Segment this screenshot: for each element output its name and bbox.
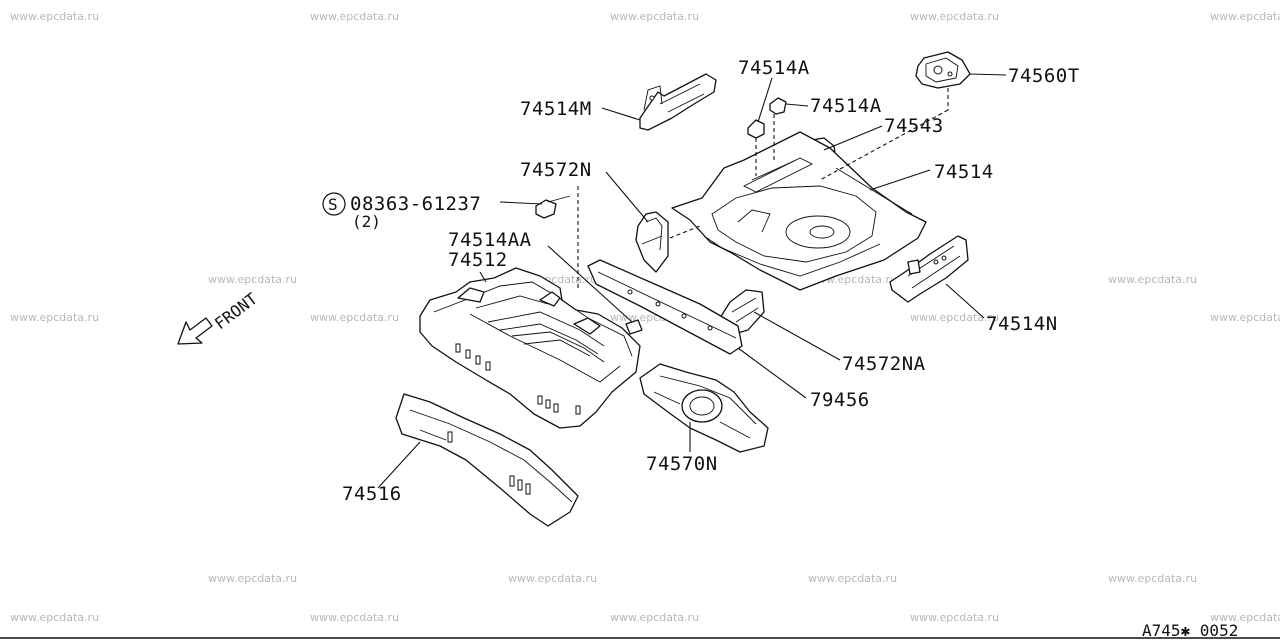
watermark: www.epcdata.ru [10,611,99,624]
label-74512: 74512 [448,249,508,271]
part-74512-front-floor[interactable] [419,267,641,429]
screw-part-number: 08363-61237 [350,193,481,215]
front-label: FRONT [211,289,261,333]
label-79456: 79456 [810,389,870,411]
watermark: www.epcdata.ru [808,572,897,585]
label-74543: 74543 [884,115,944,137]
part-74514M[interactable] [639,73,717,131]
label-74514A-top: 74514A [738,57,810,79]
front-arrow-icon [177,317,213,345]
standard-part-circle-icon [322,192,346,216]
leader-lines [377,73,1007,489]
screw-callout: S 08363-61237 (2) [322,192,481,231]
part-74516[interactable] [395,393,579,527]
part-74514N[interactable] [889,235,969,303]
part-labels: 74514M 74514A 74514A 74560T 74543 74514 … [342,57,1080,505]
screw-quantity: (2) [352,212,381,231]
screw-symbol: S [328,195,338,214]
part-74560T[interactable] [915,51,971,89]
watermark-layer: www.epcdata.ru www.epcdata.ru www.epcdat… [10,10,1280,624]
watermark: www.epcdata.ru [1210,311,1280,324]
diagram-code: A745✱ 0052 [1142,621,1238,640]
watermark: www.epcdata.ru [310,10,399,23]
label-74514AA: 74514AA [448,229,532,251]
part-screw-08363-61237[interactable] [535,195,571,219]
watermark: www.epcdata.ru [610,10,699,23]
watermark: www.epcdata.ru [10,311,99,324]
label-74516: 74516 [342,483,402,505]
part-74570N[interactable] [639,363,769,453]
watermark: www.epcdata.ru [310,611,399,624]
label-74514: 74514 [934,161,994,183]
footer: A745✱ 0052 [0,621,1280,640]
watermark: www.epcdata.ru [1108,572,1197,585]
part-74572N[interactable] [635,211,669,273]
watermark: www.epcdata.ru [208,572,297,585]
part-74514-rear-floor[interactable] [671,131,927,291]
watermark: www.epcdata.ru [10,10,99,23]
watermark: www.epcdata.ru [1108,273,1197,286]
watermark: www.epcdata.ru [310,311,399,324]
label-74572NA: 74572NA [842,353,926,375]
watermark: www.epcdata.ru [610,611,699,624]
label-74570N: 74570N [646,453,718,475]
part-74514A-clip[interactable] [747,97,787,139]
label-74514M: 74514M [520,98,592,120]
watermark: www.epcdata.ru [1210,10,1280,23]
part-79456[interactable] [587,259,743,355]
front-direction-indicator: FRONT [177,289,261,345]
watermark: www.epcdata.ru [208,273,297,286]
watermark: www.epcdata.ru [508,572,597,585]
watermark: www.epcdata.ru [910,311,999,324]
watermark: www.epcdata.ru [910,611,999,624]
label-74560T: 74560T [1008,65,1080,87]
label-74514A-side: 74514A [810,95,882,117]
watermark: www.epcdata.ru [910,10,999,23]
label-74572N: 74572N [520,159,592,181]
watermark: www.epcdata.ru [1210,611,1280,624]
label-74514N: 74514N [986,313,1058,335]
